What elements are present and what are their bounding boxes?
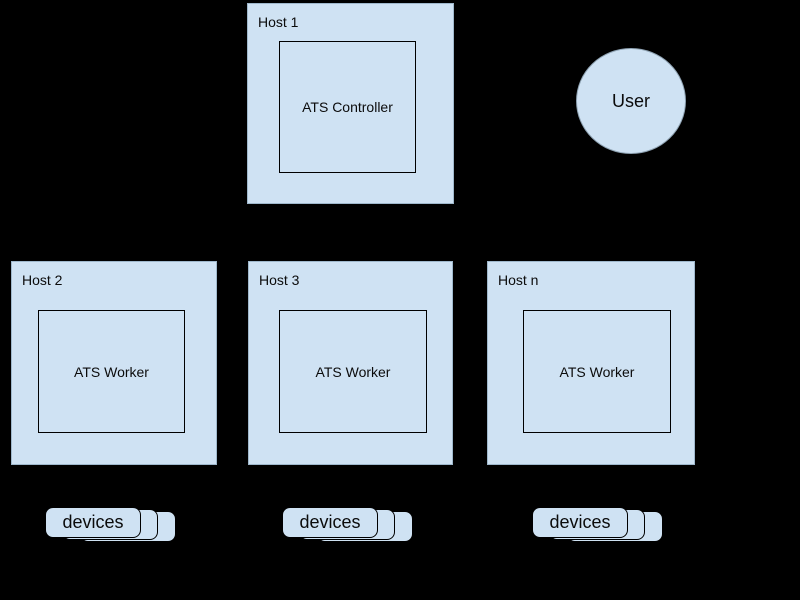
host2-label: Host 2 bbox=[22, 272, 63, 288]
host1-box: Host 1 ATS Controller bbox=[247, 3, 454, 204]
ats-worker2-box: ATS Worker bbox=[279, 310, 427, 433]
host1-label: Host 1 bbox=[258, 14, 299, 30]
host3-label: Host 3 bbox=[259, 272, 300, 288]
ats-worker2-label: ATS Worker bbox=[315, 363, 391, 380]
hostn-box: Host n ATS Worker bbox=[487, 261, 695, 465]
ats-controller-box: ATS Controller bbox=[279, 41, 416, 173]
user-label: User bbox=[611, 90, 650, 111]
user-circle: User bbox=[576, 48, 686, 154]
ats-worker3-box: ATS Worker bbox=[523, 310, 671, 433]
ats-controller-label: ATS Controller bbox=[302, 99, 393, 115]
devices-stack-3-front: devices bbox=[532, 507, 628, 538]
ats-worker1-label: ATS Worker bbox=[74, 363, 149, 380]
devices-stack-3-label: devices bbox=[549, 512, 611, 532]
devices-stack-2-front: devices bbox=[282, 507, 378, 538]
devices-stack-2-label: devices bbox=[299, 512, 361, 532]
host2-box: Host 2 ATS Worker bbox=[11, 261, 217, 465]
devices-stack-1-label: devices bbox=[62, 512, 124, 532]
host3-box: Host 3 ATS Worker bbox=[248, 261, 453, 465]
devices-stack-3: devices bbox=[532, 507, 664, 543]
devices-stack-2: devices bbox=[282, 507, 414, 543]
devices-stack-1-front: devices bbox=[45, 507, 141, 538]
devices-stack-1: devices bbox=[45, 507, 177, 543]
ats-worker1-box: ATS Worker bbox=[38, 310, 185, 433]
ats-worker3-label: ATS Worker bbox=[559, 363, 635, 380]
hostn-label: Host n bbox=[498, 272, 539, 288]
